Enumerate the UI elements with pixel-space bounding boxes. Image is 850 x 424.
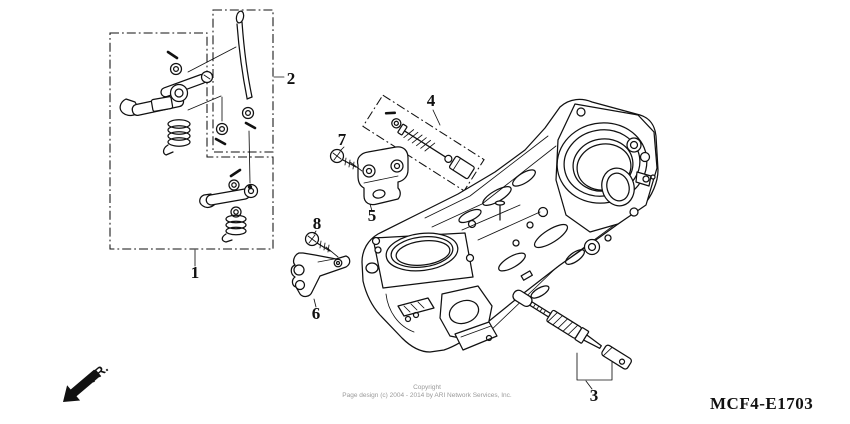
assembly-box-2-outline (212, 9, 274, 153)
callout-leader-lines (194, 76, 441, 308)
throttle-rod-drawing (187, 10, 257, 190)
copyright-line-1: Copyright (413, 384, 441, 391)
callout-5[interactable]: 5 (368, 206, 377, 225)
assembly-box-1-outline (109, 32, 274, 250)
throttle-link-assembly-drawing (119, 50, 259, 243)
sensor-set-drawing (512, 289, 633, 390)
throttle-body-drawing (361, 98, 659, 353)
throttle-stop-screw-set-drawing (362, 94, 485, 192)
callout-numbers: 1 2 3 4 5 6 7 8 (191, 69, 599, 405)
stay-bracket-drawing (290, 252, 351, 298)
diagram-code-label: MCF4-E1703 (710, 394, 813, 413)
callout-3[interactable]: 3 (590, 386, 599, 405)
bracket-screw-8-drawing (304, 231, 339, 258)
callout-1[interactable]: 1 (191, 263, 200, 282)
bracket-screw-7-drawing (329, 148, 363, 172)
callout-4[interactable]: 4 (427, 91, 436, 110)
cable-bracket-drawing (356, 146, 409, 206)
fr-arrow-icon (63, 369, 100, 402)
callout-6[interactable]: 6 (312, 304, 321, 323)
front-direction-marker: FR. (63, 360, 111, 402)
copyright-line-2: Page design (c) 2004 - 2014 by ARI Netwo… (342, 392, 512, 399)
callout-2[interactable]: 2 (287, 69, 296, 88)
callout-8[interactable]: 8 (313, 214, 322, 233)
callout-7[interactable]: 7 (338, 130, 347, 149)
